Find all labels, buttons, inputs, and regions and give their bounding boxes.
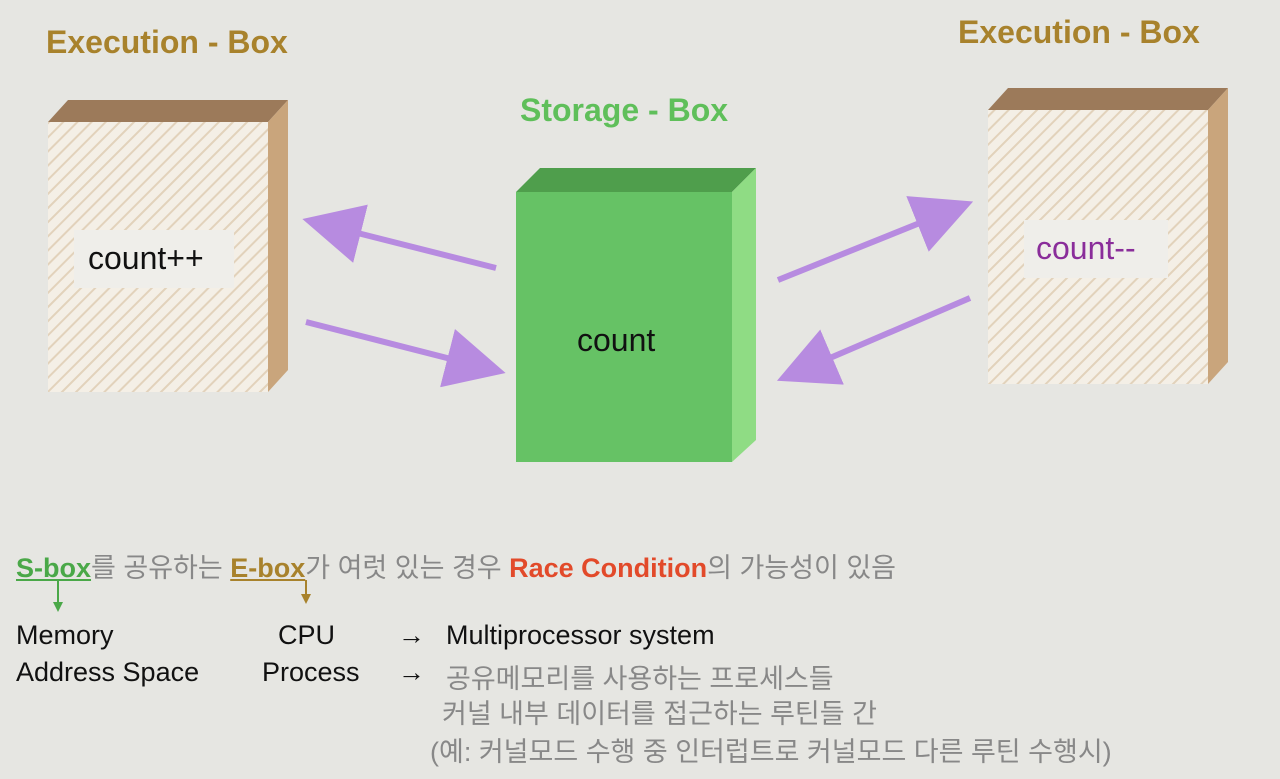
ebox-term: E-box [230, 553, 306, 583]
sbox-address-space-label: Address Space [16, 657, 200, 687]
exec-box-left-label: count++ [88, 240, 204, 276]
arrow-cpu: → [398, 620, 425, 650]
exec-box-right-label: count-- [1036, 230, 1136, 266]
storage-box [516, 168, 756, 462]
kernel-interrupt-example-text: (예: 커널모드 수행 중 인터럽트로 커널모드 다른 루틴 수행시) [430, 737, 1112, 767]
sbox-term: S-box [16, 553, 92, 583]
ebox-cpu-label: CPU [278, 620, 336, 650]
exec-box-left [48, 100, 288, 392]
race-condition-statement: S-box를 공유하는 E-box가 여럿 있는 경우 Race Conditi… [16, 546, 896, 585]
race-condition-term: Race Condition [509, 553, 708, 583]
storage-box-label: count [577, 322, 656, 358]
arrow-process: → [398, 657, 425, 687]
storage-box-title: Storage - Box [520, 92, 729, 128]
arrow-right-to-storage [776, 295, 972, 385]
arrow-storage-to-right [776, 196, 974, 283]
diagram-graphics [48, 88, 1228, 462]
arrow-storage-to-left [302, 204, 497, 271]
arrow-left-to-storage [305, 319, 506, 388]
sbox-memory-label: Memory [16, 620, 114, 650]
multiprocessor-system-text: Multiprocessor system [446, 620, 715, 650]
exec-box-left-title: Execution - Box [46, 24, 288, 60]
statement-part2: 가 여럿 있는 경우 [305, 553, 510, 583]
statement-part3: 의 가능성이 있음 [707, 553, 897, 583]
exec-box-right [988, 88, 1228, 384]
shared-memory-processes-text: 공유메모리를 사용하는 프로세스들 [446, 664, 834, 694]
ebox-process-label: Process [262, 657, 360, 687]
kernel-routines-text: 커널 내부 데이터를 접근하는 루틴들 간 [442, 699, 877, 729]
exec-box-right-title: Execution - Box [958, 14, 1200, 50]
term-down-arrows [53, 580, 311, 612]
statement-part1: 를 공유하는 [91, 553, 231, 583]
